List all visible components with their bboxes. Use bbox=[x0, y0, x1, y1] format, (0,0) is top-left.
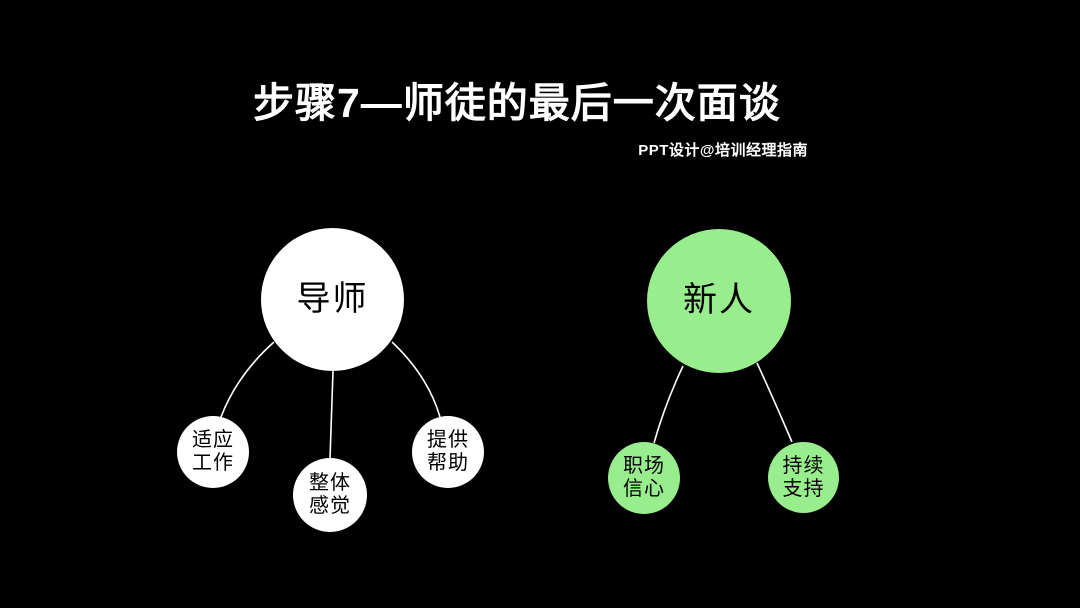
newcomer-child-circle-continuous-support: 持续 支持 bbox=[768, 442, 839, 513]
newcomer-root-circle: 新人 bbox=[647, 229, 791, 373]
watermark-credit: PPT设计@培训经理指南 bbox=[638, 142, 808, 159]
mentor-child-circle-overall-feeling: 整体 感觉 bbox=[293, 458, 367, 532]
mentor-child-circle-provide-help: 提供 帮助 bbox=[412, 416, 484, 488]
mentor-root-circle: 导师 bbox=[261, 228, 404, 371]
newcomer-child-label: 职场 信心 bbox=[623, 455, 665, 500]
mentor-child-label: 提供 帮助 bbox=[427, 429, 469, 474]
newcomer-child-label: 持续 支持 bbox=[782, 454, 825, 500]
mentor-child-label: 整体 感觉 bbox=[309, 472, 351, 517]
mentor-connector-left bbox=[220, 341, 275, 418]
mentor-root-label: 导师 bbox=[296, 279, 369, 318]
mentor-connector-middle bbox=[329, 370, 334, 460]
newcomer-child-circle-workplace-confidence: 职场 信心 bbox=[608, 442, 680, 514]
mentor-child-label: 适应 工作 bbox=[192, 429, 234, 474]
slide-title: 步骤7—师徒的最后一次面谈 bbox=[253, 80, 781, 126]
newcomer-connector-left bbox=[653, 365, 684, 444]
newcomer-connector-right bbox=[756, 362, 793, 443]
mentor-child-circle-adapt-work: 适应 工作 bbox=[177, 416, 249, 488]
newcomer-root-label: 新人 bbox=[683, 281, 755, 320]
mentor-connector-right bbox=[391, 341, 441, 418]
